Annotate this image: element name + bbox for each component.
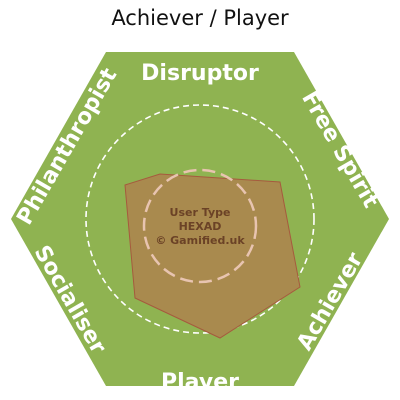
score-polygon: [124, 173, 301, 339]
center-text-user-type: User Type: [170, 206, 231, 219]
page-title: Achiever / Player: [111, 6, 289, 30]
label-disruptor: Disruptor: [141, 61, 259, 86]
center-text-copyright: © Gamified.uk: [155, 234, 245, 247]
label-player: Player: [161, 370, 239, 395]
outer-dashed-circle: [85, 104, 315, 334]
center-text-hexad: HEXAD: [179, 220, 222, 233]
inner-dashed-circle: [142, 168, 258, 284]
